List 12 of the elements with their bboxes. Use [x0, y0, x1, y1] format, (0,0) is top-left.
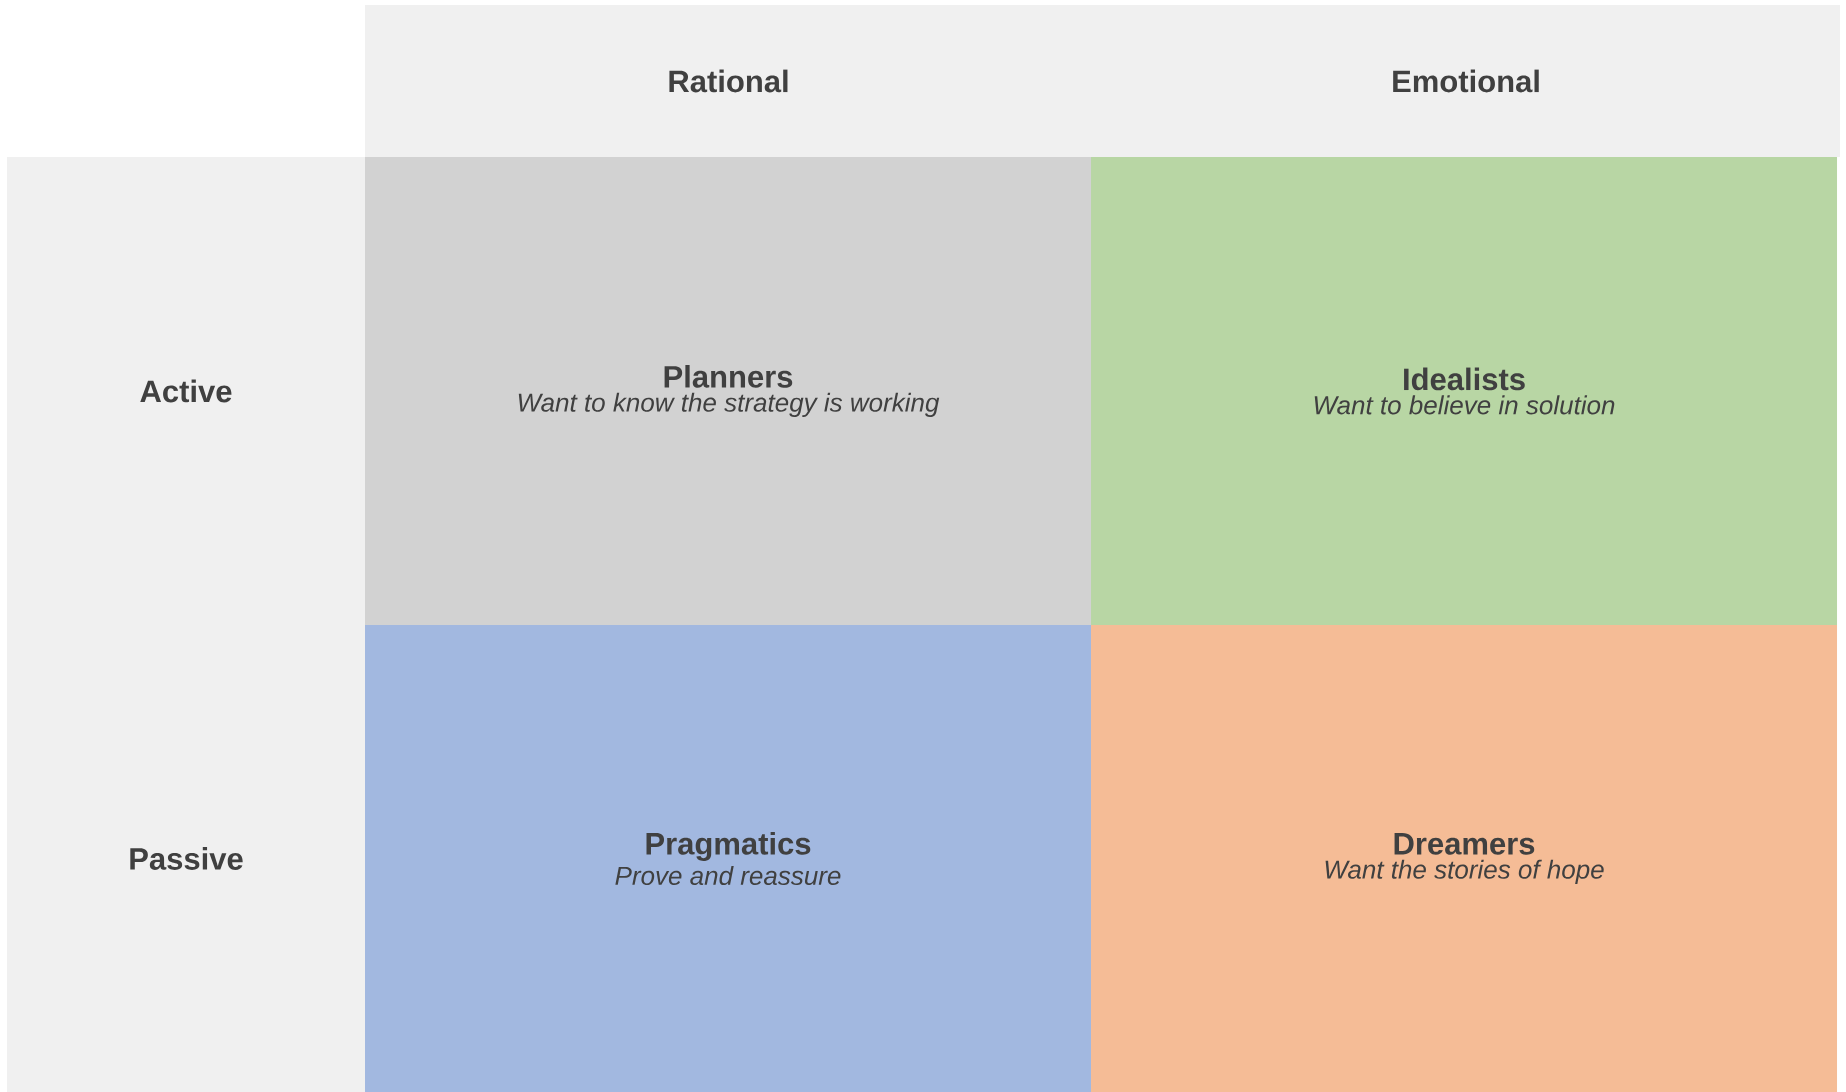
row-header: Passive [7, 625, 365, 1092]
row-header: Active [7, 157, 365, 625]
column-header: Emotional [1092, 5, 1840, 157]
node-label: Passive [130, 847, 243, 870]
node-label: Rational [669, 69, 788, 93]
quadrant-box: Pragmatics Prove and reassure [365, 625, 1091, 1092]
quadrant-box: Idealists Want to believe in solution [1091, 157, 1838, 625]
node-label: Emotional [1393, 69, 1539, 93]
quadrant-box: Dreamers Want the stories of hope [1091, 625, 1838, 1092]
node-label: Active [140, 379, 232, 403]
column-header: Rational [365, 5, 1092, 157]
quadrant-box: Planners Want to know the strategy is working [365, 157, 1091, 625]
